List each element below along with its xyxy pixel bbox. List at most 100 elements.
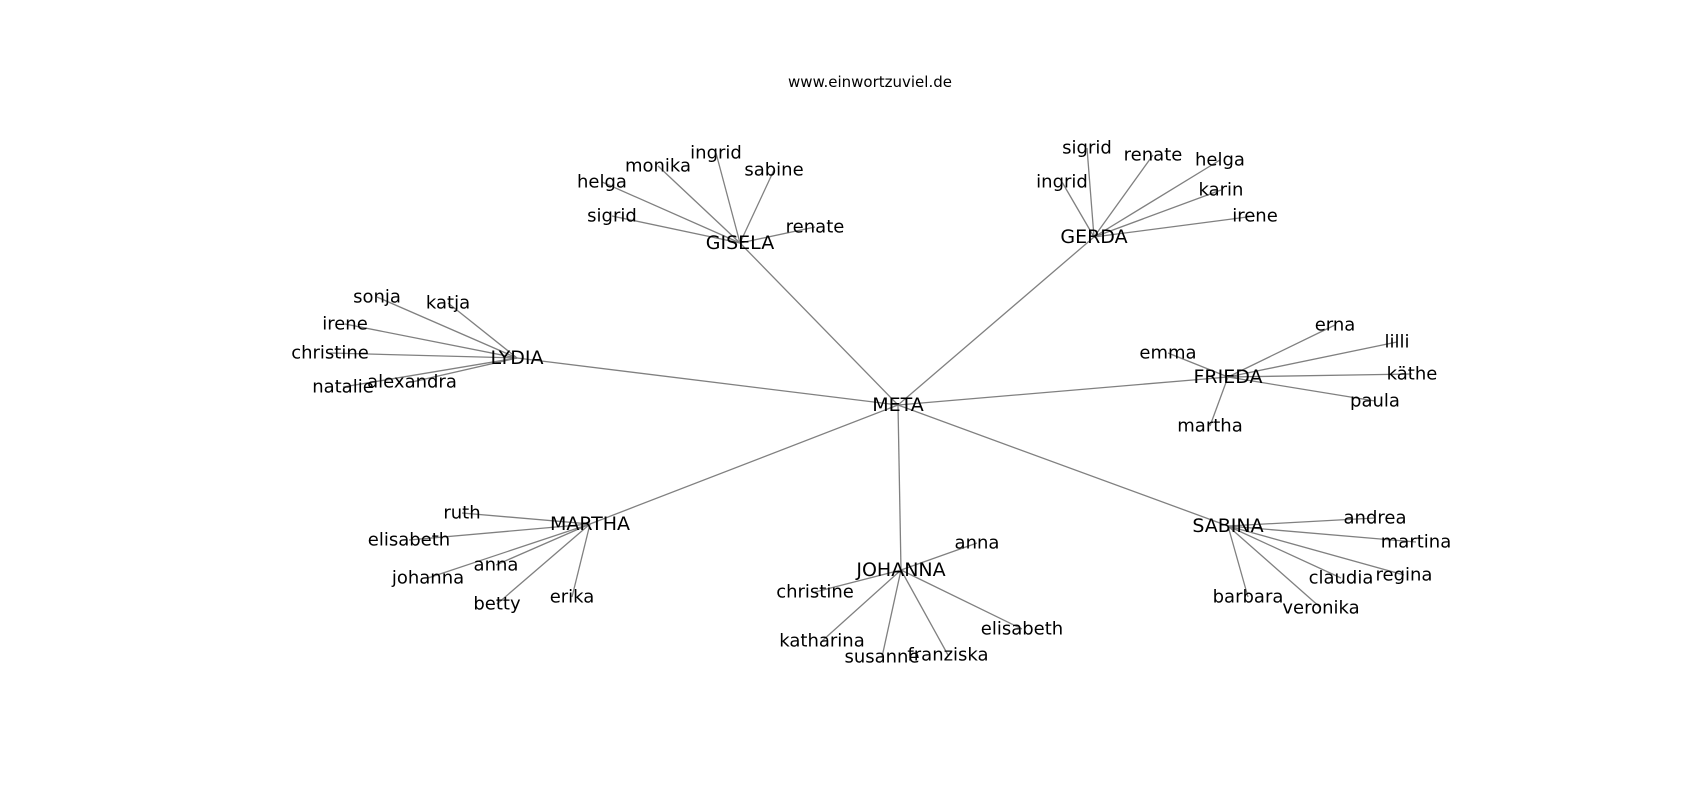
edge-martha-5	[571, 523, 591, 598]
edge-johanna-4	[900, 569, 949, 656]
hub-node-label: FRIEDA	[1193, 366, 1262, 388]
edge-sabina-5	[1227, 525, 1322, 609]
edge-sabina-3	[1227, 525, 1405, 576]
edge-gisela-0	[611, 215, 741, 244]
leaf-node-label: lilli	[1384, 332, 1409, 353]
edge-gisela-4	[739, 169, 775, 244]
hub-node-label: JOHANNA	[855, 559, 945, 581]
edge-frieda-1	[1227, 324, 1336, 378]
leaf-node-label: monika	[625, 156, 691, 177]
edge-sabina-0	[1227, 517, 1376, 527]
leaf-node-label: ingrid	[690, 143, 742, 164]
edge-lydia-5	[411, 357, 518, 383]
edge-center-martha	[589, 404, 899, 525]
leaf-node-label: claudia	[1309, 568, 1374, 589]
edge-center-johanna	[897, 404, 902, 571]
edge-frieda-5	[1209, 376, 1229, 427]
edge-sabina-1	[1227, 525, 1417, 543]
hub-node-label: LYDIA	[491, 347, 544, 369]
leaf-node-label: renate	[786, 217, 845, 238]
leaf-node-label: martina	[1381, 532, 1451, 553]
edge-gerda-1	[1086, 147, 1095, 238]
edge-center-lydia	[516, 357, 899, 406]
edge-lydia-3	[329, 352, 518, 359]
leaf-node-label: anna	[955, 533, 1000, 554]
leaf-node-label: helga	[577, 172, 627, 193]
leaf-node-label: sigrid	[587, 206, 637, 227]
leaf-node-label: veronika	[1282, 598, 1359, 619]
edge-center-frieda	[897, 376, 1229, 406]
edge-johanna-0	[900, 542, 978, 571]
leaf-node-label: sonja	[353, 287, 401, 308]
edge-johanna-2	[821, 569, 902, 642]
edge-martha-0	[461, 512, 591, 525]
leaf-node-label: ruth	[443, 503, 480, 524]
leaf-node-label: martha	[1177, 416, 1242, 437]
leaf-node-label: sigrid	[1062, 138, 1112, 159]
leaf-node-label: natalie	[312, 377, 374, 398]
labels-layer: METAGISELAsigridhelgamonikaingridsabiner…	[291, 138, 1451, 668]
leaf-node-label: irene	[1232, 206, 1278, 227]
leaf-node-label: johanna	[391, 568, 464, 589]
leaf-node-label: sabine	[744, 160, 803, 181]
center-node-label: META	[872, 394, 924, 416]
edge-martha-2	[427, 523, 591, 579]
leaf-node-label: helga	[1195, 150, 1245, 171]
edge-frieda-4	[1227, 376, 1376, 402]
edge-center-gisela	[739, 242, 899, 406]
leaf-node-label: emma	[1139, 343, 1196, 364]
edge-frieda-3	[1227, 373, 1413, 378]
edge-johanna-1	[814, 569, 902, 593]
edge-sabina-4	[1227, 525, 1249, 598]
edge-gerda-3	[1093, 159, 1221, 238]
edge-johanna-3	[881, 569, 902, 658]
edge-lydia-0	[376, 296, 518, 359]
leaf-node-label: andrea	[1344, 508, 1407, 529]
leaf-node-label: paula	[1350, 391, 1400, 412]
edge-johanna-5	[900, 569, 1023, 630]
edge-gerda-5	[1093, 215, 1256, 238]
leaf-node-label: christine	[291, 343, 369, 364]
edge-frieda-2	[1227, 341, 1398, 378]
edge-frieda-0	[1167, 352, 1229, 378]
hub-node-label: GERDA	[1060, 226, 1127, 248]
leaf-node-label: susanne	[844, 647, 919, 668]
edge-gisela-5	[739, 226, 816, 244]
site-url: www.einwortzuviel.de	[788, 73, 952, 91]
leaf-node-label: betty	[473, 594, 521, 615]
edge-lydia-4	[342, 357, 518, 388]
edge-martha-3	[495, 523, 591, 566]
leaf-node-label: katharina	[779, 631, 864, 652]
leaf-node-label: elisabeth	[981, 619, 1063, 640]
edge-lydia-1	[447, 302, 518, 359]
edge-gisela-3	[715, 152, 741, 244]
edge-center-gerda	[897, 236, 1095, 406]
leaf-node-label: erna	[1315, 315, 1356, 336]
edge-lydia-2	[344, 323, 518, 359]
edge-gerda-0	[1061, 181, 1095, 238]
edge-martha-1	[408, 523, 591, 541]
leaf-node-label: käthe	[1387, 364, 1438, 385]
hub-node-label: MARTHA	[550, 513, 630, 535]
edge-gerda-2	[1093, 154, 1154, 238]
leaf-node-label: katja	[426, 293, 470, 314]
leaf-node-label: irene	[322, 314, 368, 335]
leaf-node-label: anna	[474, 555, 519, 576]
leaf-node-label: erika	[550, 587, 595, 608]
hub-node-label: GISELA	[706, 232, 774, 254]
edge-sabina-2	[1227, 525, 1342, 579]
leaf-node-label: franziska	[907, 645, 988, 666]
leaf-node-label: karin	[1199, 180, 1244, 201]
edge-gerda-4	[1093, 189, 1222, 238]
leaf-node-label: christine	[776, 582, 854, 603]
edges-layer	[329, 147, 1417, 658]
edge-gisela-2	[657, 165, 741, 244]
hub-node-label: SABINA	[1192, 515, 1263, 537]
leaf-node-label: alexandra	[367, 372, 457, 393]
leaf-node-label: renate	[1124, 145, 1183, 166]
leaf-node-label: elisabeth	[368, 530, 450, 551]
leaf-node-label: regina	[1376, 565, 1433, 586]
edge-gisela-1	[601, 181, 741, 244]
